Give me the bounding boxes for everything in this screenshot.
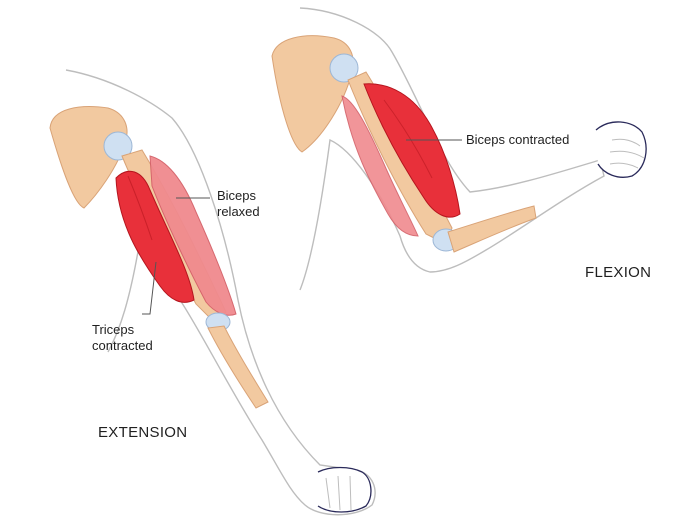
extension-biceps [149, 155, 237, 316]
flexion-forearm [447, 205, 537, 253]
label-extension: EXTENSION [98, 424, 188, 441]
extension-hand [317, 466, 372, 513]
flexion-arm [271, 7, 647, 291]
flexion-biceps [363, 83, 461, 218]
flexion-arm-outline [299, 7, 605, 291]
extension-forearm [207, 325, 269, 409]
extension-triceps [115, 170, 195, 303]
extension-shoulder-joint [103, 131, 133, 161]
flexion-shoulder-joint [329, 53, 359, 83]
extension-arm [49, 69, 376, 516]
leader-triceps-contracted [142, 261, 157, 315]
label-triceps-contracted: Triceps contracted [92, 322, 153, 353]
label-biceps-relaxed: Biceps relaxed [217, 188, 260, 219]
label-biceps-contracted: Biceps contracted [466, 132, 570, 147]
label-flexion: FLEXION [585, 264, 652, 281]
flexion-fist [595, 121, 647, 178]
flexion-triceps [341, 95, 419, 237]
flexion-scapula [271, 35, 354, 153]
